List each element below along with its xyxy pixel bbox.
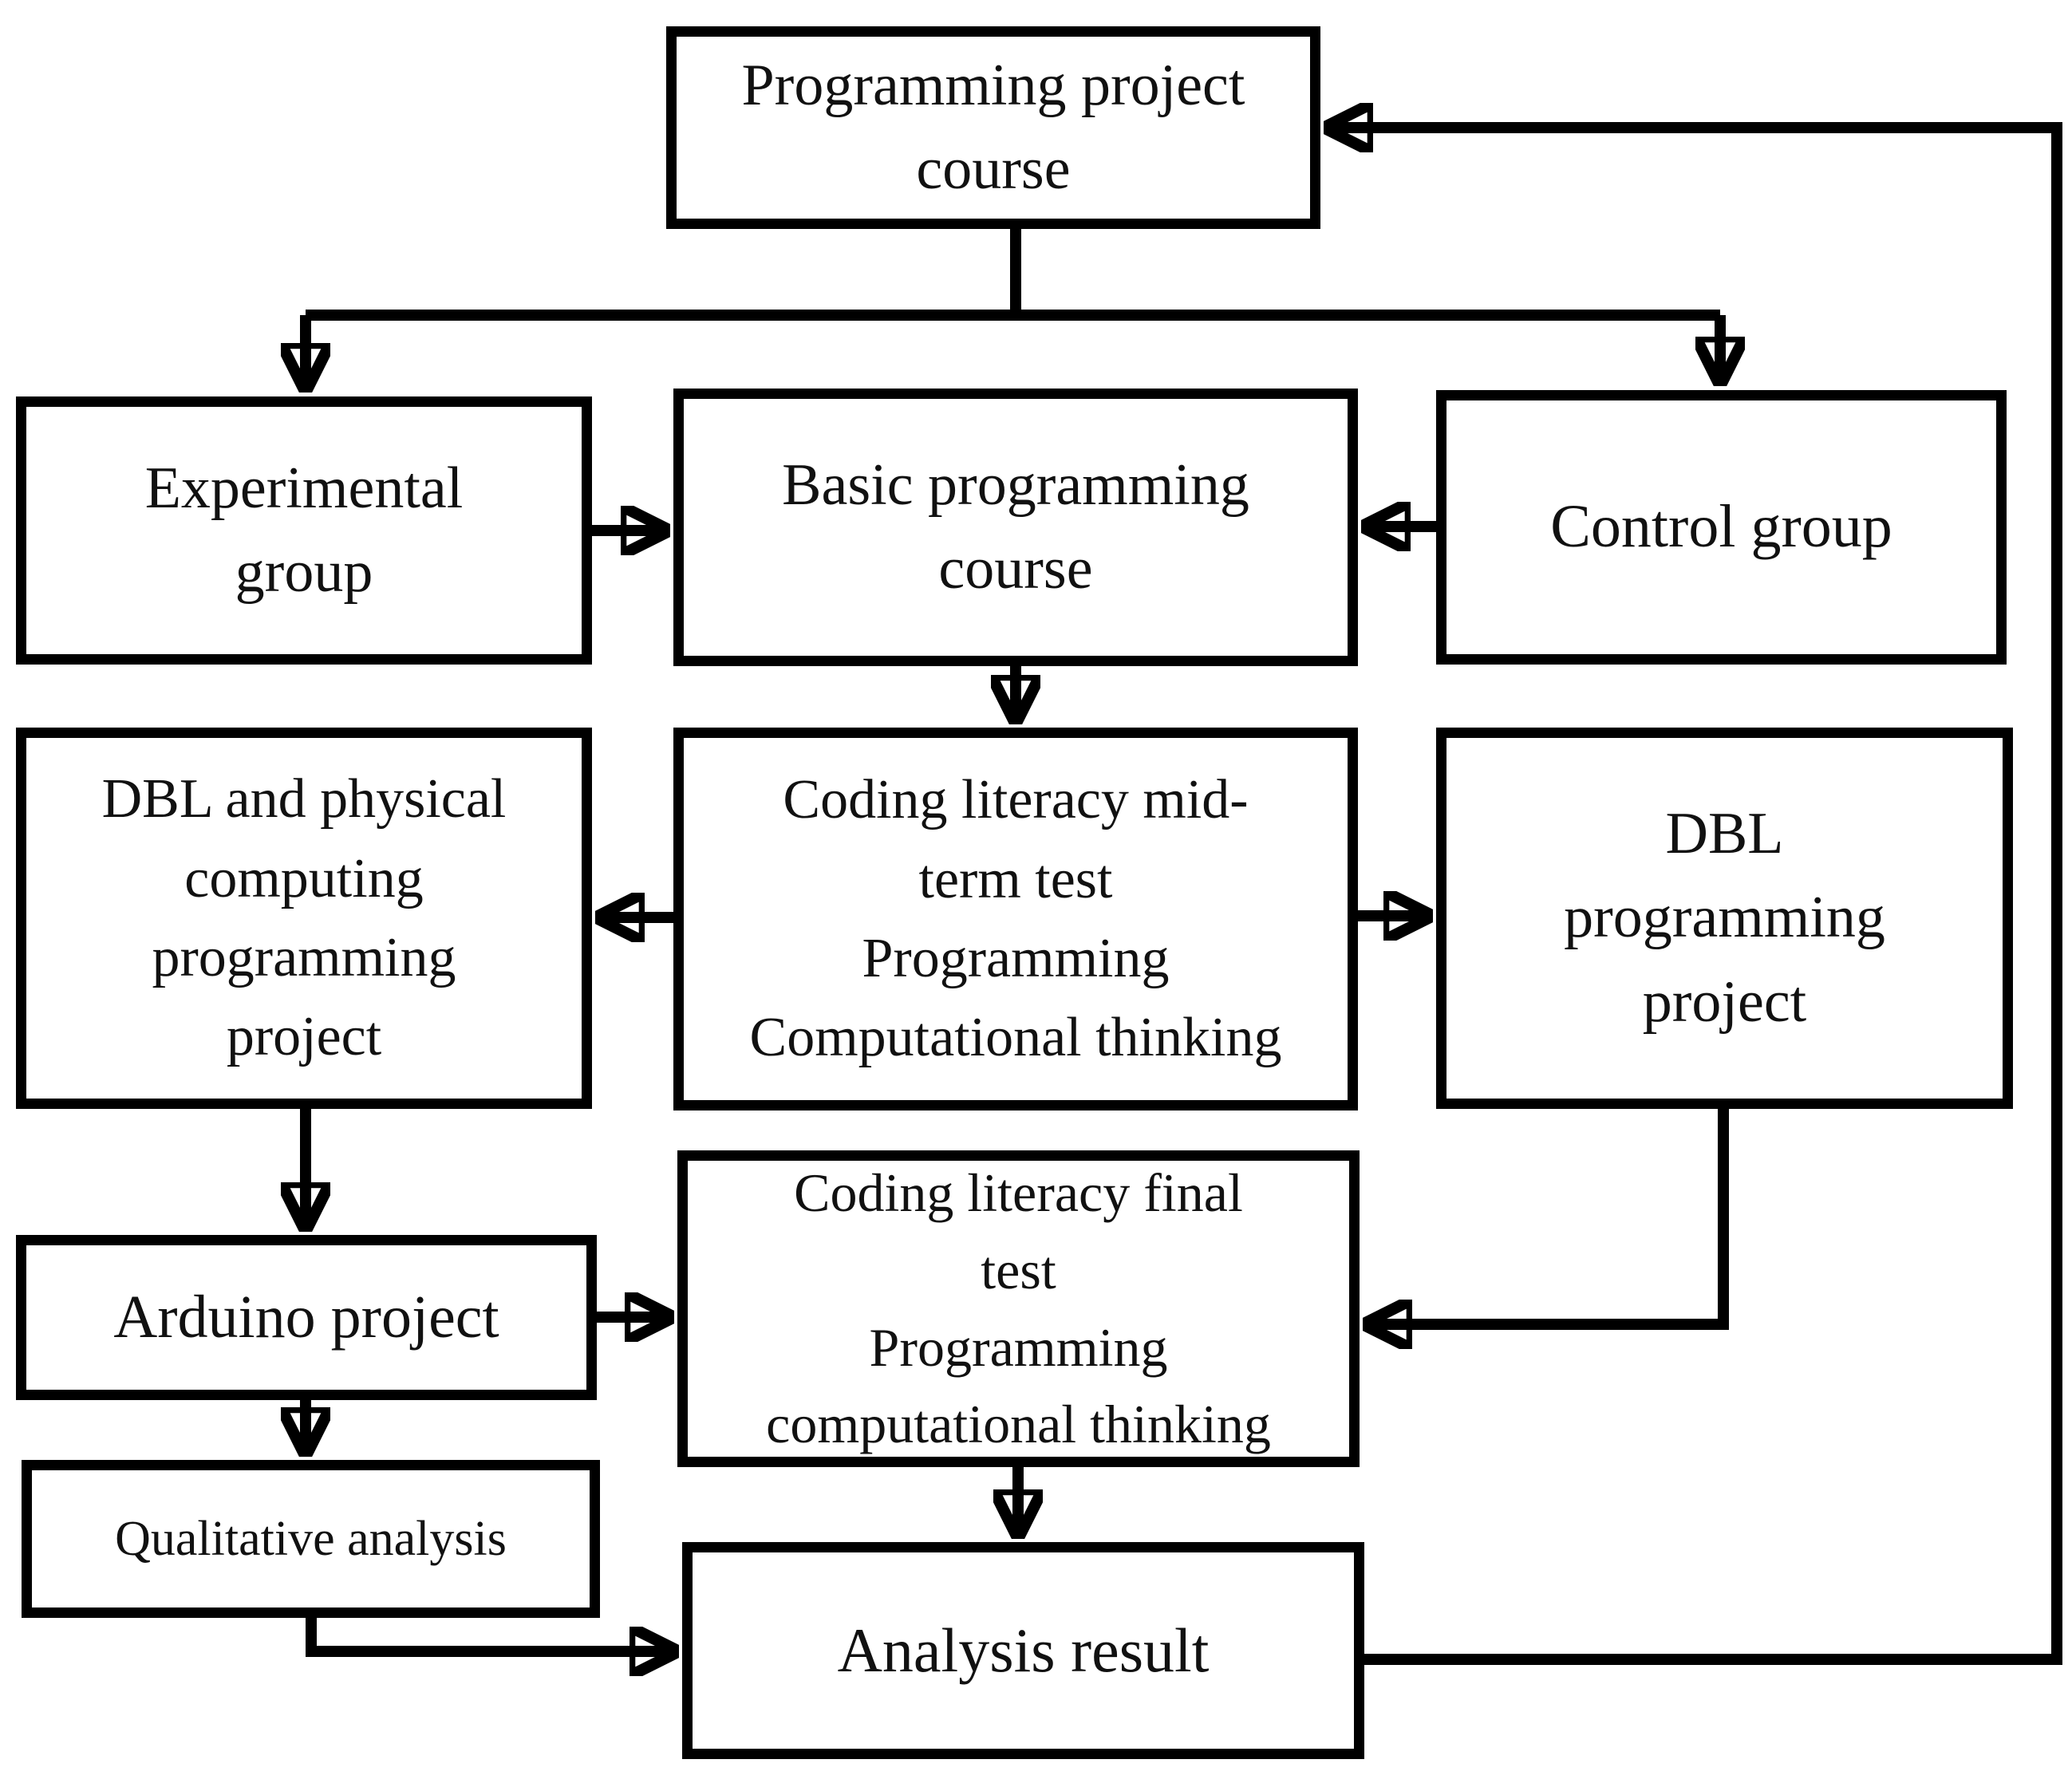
box-basic-programming-course-label: Basic programming course — [782, 452, 1249, 602]
box-dbl-physical-computing-project: DBL and physical computing programming p… — [16, 728, 592, 1109]
box-dbl-programming-project: DBL programming project — [1436, 728, 2013, 1109]
box-coding-literacy-midterm-test: Coding literacy mid- term test Programmi… — [673, 728, 1358, 1110]
box-arduino-project-label: Arduino project — [113, 1283, 499, 1351]
box-coding-literacy-final-test: Coding literacy final test Programming c… — [677, 1150, 1360, 1467]
arrow-qualitative-to-result — [306, 1618, 677, 1651]
box-programming-project-course: Programming project course — [666, 26, 1320, 229]
box-analysis-result-label: Analysis result — [837, 1615, 1210, 1685]
box-analysis-result: Analysis result — [682, 1542, 1364, 1759]
box-coding-literacy-final-test-label: Coding literacy final test Programming c… — [766, 1162, 1271, 1455]
box-dbl-physical-computing-project-label: DBL and physical computing programming p… — [101, 768, 507, 1068]
box-control-group-label: Control group — [1550, 493, 1892, 561]
box-qualitative-analysis: Qualitative analysis — [22, 1460, 600, 1618]
arrow-dbl-project-to-final-test — [1364, 1109, 1729, 1324]
box-control-group: Control group — [1436, 390, 2007, 665]
box-dbl-programming-project-label: DBL programming project — [1564, 801, 1885, 1035]
box-qualitative-analysis-label: Qualitative analysis — [115, 1511, 507, 1566]
arrow-result-feedback-to-top — [1325, 128, 2062, 1665]
box-arduino-project: Arduino project — [16, 1235, 597, 1400]
box-basic-programming-course: Basic programming course — [673, 389, 1358, 666]
box-coding-literacy-midterm-test-label: Coding literacy mid- term test Programmi… — [749, 769, 1282, 1069]
box-experimental-group: Experimental group — [16, 396, 592, 665]
box-experimental-group-label: Experimental group — [144, 455, 464, 605]
box-programming-project-course-label: Programming project course — [741, 52, 1245, 202]
